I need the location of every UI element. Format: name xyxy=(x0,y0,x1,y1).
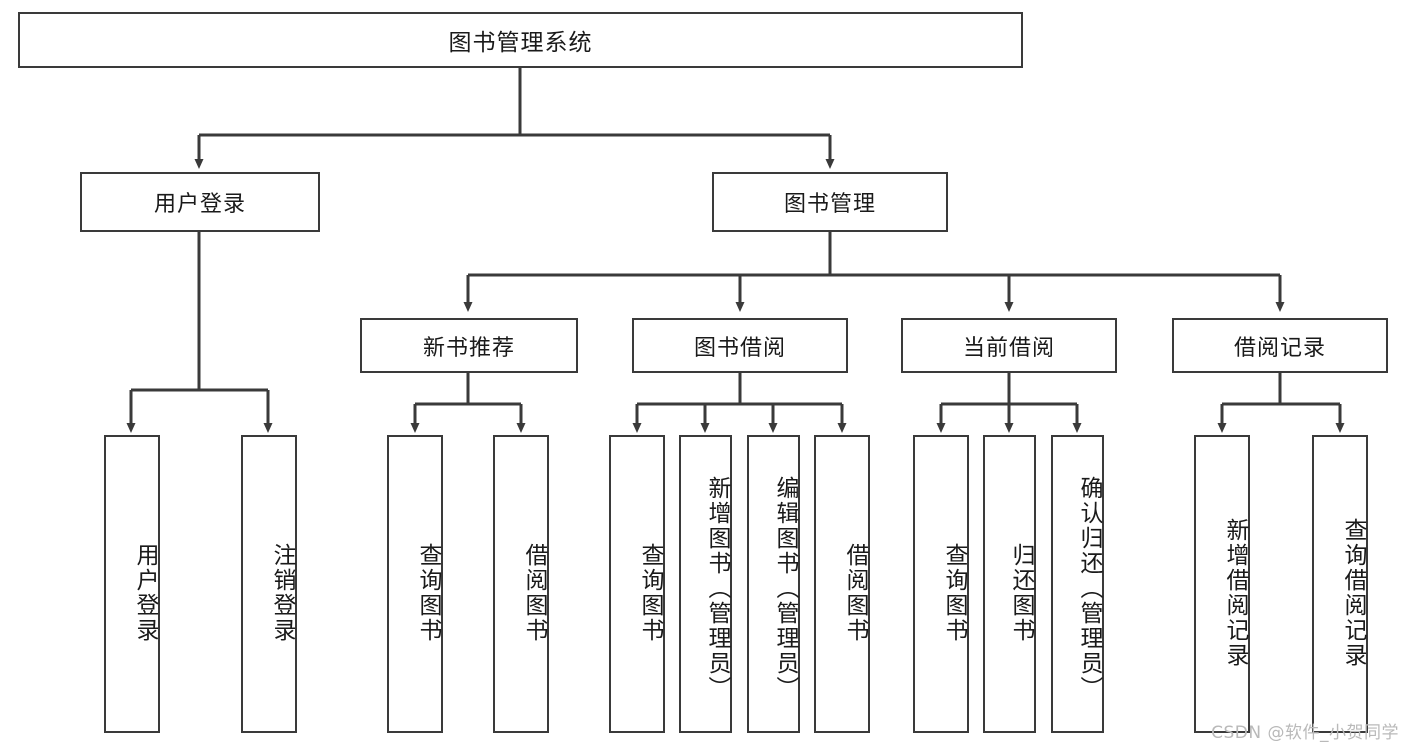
node-user-login[interactable]: 用户登录 xyxy=(80,172,320,232)
leaf-query-record[interactable]: 查询借阅记录 xyxy=(1312,435,1368,733)
node-borrow-record[interactable]: 借阅记录 xyxy=(1172,318,1388,373)
leaf-query-book-1[interactable]: 查询图书 xyxy=(387,435,443,733)
node-root-system[interactable]: 图书管理系统 xyxy=(18,12,1023,68)
node-new-book-rec[interactable]: 新书推荐 xyxy=(360,318,578,373)
node-book-manage[interactable]: 图书管理 xyxy=(712,172,948,232)
leaf-confirm-return[interactable]: 确认归还（管理员） xyxy=(1051,435,1104,733)
leaf-logout[interactable]: 注销登录 xyxy=(241,435,297,733)
leaf-borrow-book-2[interactable]: 借阅图书 xyxy=(814,435,870,733)
leaf-add-book[interactable]: 新增图书（管理员） xyxy=(679,435,732,733)
leaf-add-record[interactable]: 新增借阅记录 xyxy=(1194,435,1250,733)
node-current-borrow[interactable]: 当前借阅 xyxy=(901,318,1117,373)
leaf-query-book-3[interactable]: 查询图书 xyxy=(913,435,969,733)
leaf-borrow-book-1[interactable]: 借阅图书 xyxy=(493,435,549,733)
leaf-return-book[interactable]: 归还图书 xyxy=(983,435,1036,733)
leaf-edit-book[interactable]: 编辑图书（管理员） xyxy=(747,435,800,733)
node-book-borrow[interactable]: 图书借阅 xyxy=(632,318,848,373)
leaf-query-book-2[interactable]: 查询图书 xyxy=(609,435,665,733)
leaf-user-login[interactable]: 用户登录 xyxy=(104,435,160,733)
